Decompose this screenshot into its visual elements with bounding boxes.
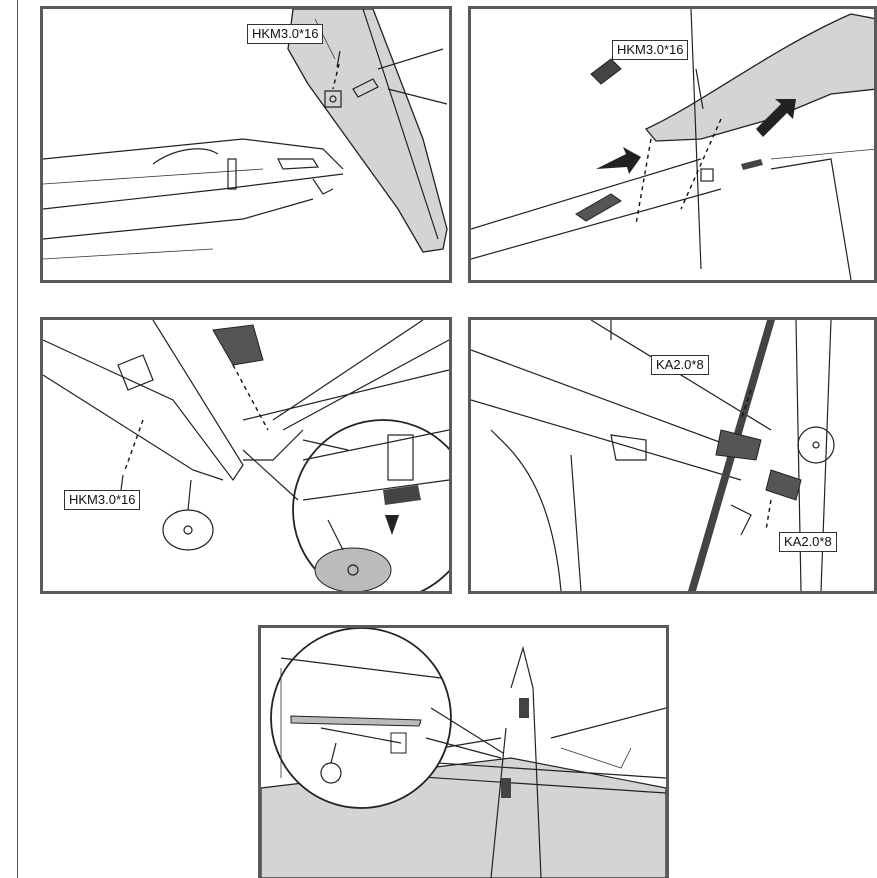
step-panel-5 [258,625,669,878]
panel-3-illustration [43,320,449,591]
page-margin-rule [17,0,18,878]
step-panel-2: HKM3.0*16 [468,6,877,283]
screw-callout-label: HKM3.0*16 [247,24,324,44]
panel-4-illustration [471,320,835,591]
screw-callout-label: KA2.0*8 [651,355,709,375]
screw-callout-label: KA2.0*8 [779,532,837,552]
screw-callout-label: HKM3.0*16 [612,40,689,60]
screw-callout-label: HKM3.0*16 [64,490,141,510]
step-panel-1: HKM3.0*16 [40,6,452,283]
panel-5-illustration [261,628,666,878]
step-panel-3: HKM3.0*16 [40,317,452,594]
panel-1-illustration [43,9,448,260]
step-panel-4: KA2.0*8 KA2.0*8 [468,317,877,594]
panel-2-illustration [471,9,874,280]
